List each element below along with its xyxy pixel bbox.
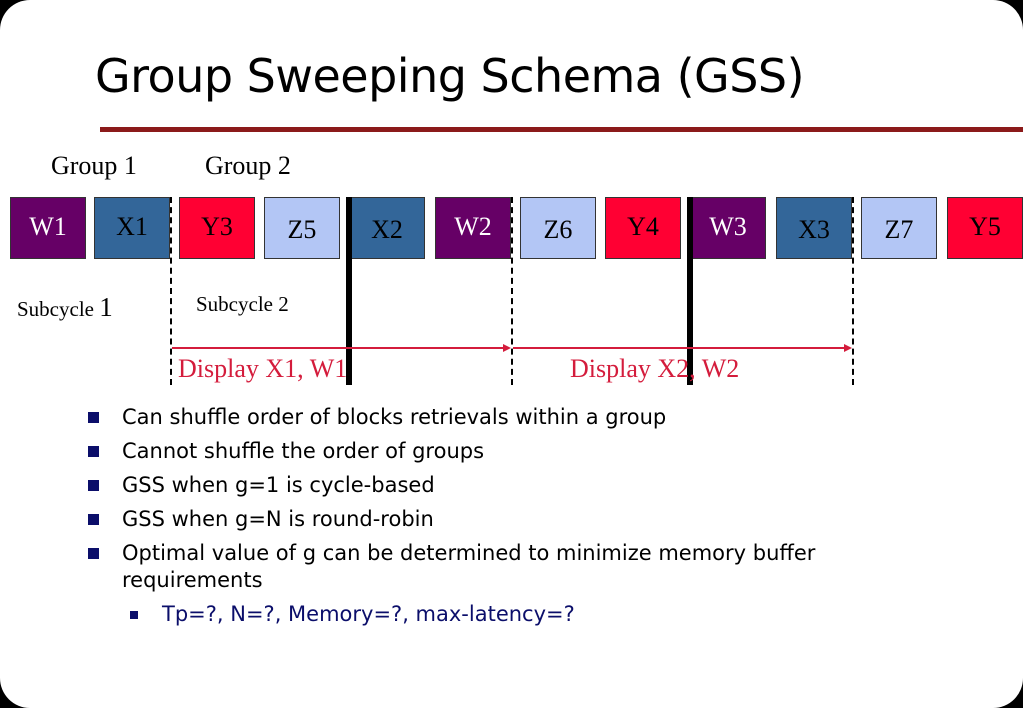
bullet-square-icon <box>88 514 99 525</box>
subcycle-1-number: 1 <box>99 292 113 322</box>
display-label-1: Display X1, W1 <box>178 354 348 383</box>
bullet-text: Optimal value of g can be determined to … <box>122 541 816 592</box>
bullet-text: GSS when g=N is round-robin <box>122 507 434 531</box>
block-z5: Z5 <box>264 197 340 259</box>
subcycle-1-word: Subcycle <box>17 297 94 321</box>
block-y3: Y3 <box>179 197 255 259</box>
bullet-square-icon <box>88 548 99 559</box>
bullet-text: Can shuffle order of blocks retrievals w… <box>122 405 667 429</box>
block-label: Y3 <box>201 212 233 241</box>
block-label: Z5 <box>287 215 317 244</box>
block-w2: W2 <box>435 197 511 259</box>
cycle-divider <box>346 197 352 385</box>
block-x3: X3 <box>776 197 852 259</box>
bullet-item: Can shuffle order of blocks retrievals w… <box>88 404 988 431</box>
bullet-text: Cannot shuffle the order of groups <box>122 439 485 463</box>
block-label: X3 <box>798 215 830 244</box>
block-x2: X2 <box>349 197 425 259</box>
block-label: W3 <box>709 212 747 241</box>
bullet-square-icon <box>88 446 99 457</box>
sub-bullet-item: Tp=?, N=?, Memory=?, max-latency=? <box>130 601 988 628</box>
block-label: W2 <box>454 212 492 241</box>
bullet-list: Can shuffle order of blocks retrievals w… <box>88 404 988 628</box>
block-y4: Y4 <box>605 197 681 259</box>
bullet-square-icon <box>88 480 99 491</box>
group-1-label: Group 1 <box>51 151 137 180</box>
block-label: Y5 <box>969 212 1001 241</box>
bullet-item: GSS when g=1 is cycle-based <box>88 472 988 499</box>
block-label: W1 <box>29 212 67 241</box>
subcycle-2-label: Subcycle 2 <box>196 292 289 316</box>
block-w3: W3 <box>690 197 766 259</box>
title-underline <box>100 127 1023 132</box>
block-y5: Y5 <box>947 197 1023 259</box>
cycle-divider <box>687 197 693 385</box>
block-x1: X1 <box>94 197 170 259</box>
block-label: Z7 <box>884 215 914 244</box>
block-label: X2 <box>371 215 403 244</box>
bullet-square-icon <box>88 412 99 423</box>
subcycle-divider <box>511 197 513 385</box>
group-2-label: Group 2 <box>205 151 291 180</box>
slide-title: Group Sweeping Schema (GSS) <box>95 49 805 103</box>
bullet-text: GSS when g=1 is cycle-based <box>122 473 435 497</box>
block-z6: Z6 <box>520 197 596 259</box>
bullet-item: GSS when g=N is round-robin <box>88 506 988 533</box>
subcycle-1-label: Subcycle 1 <box>17 292 113 323</box>
display-arrow-2-head <box>844 344 852 352</box>
block-w1: W1 <box>10 197 86 259</box>
bullet-item: Optimal value of g can be determined to … <box>88 540 912 594</box>
display-arrow-1-head <box>503 344 511 352</box>
bullet-item: Cannot shuffle the order of groups <box>88 438 988 465</box>
display-label-2: Display X2, W2 <box>570 354 740 383</box>
block-label: Z6 <box>543 215 573 244</box>
sub-bullet-text: Tp=?, N=?, Memory=?, max-latency=? <box>162 602 575 626</box>
block-label: X1 <box>116 212 148 241</box>
subcycle-divider <box>170 197 172 385</box>
subcycle-divider <box>852 197 854 385</box>
block-label: Y4 <box>627 212 659 241</box>
sub-bullet-square-icon <box>130 611 138 619</box>
block-z7: Z7 <box>861 197 937 259</box>
